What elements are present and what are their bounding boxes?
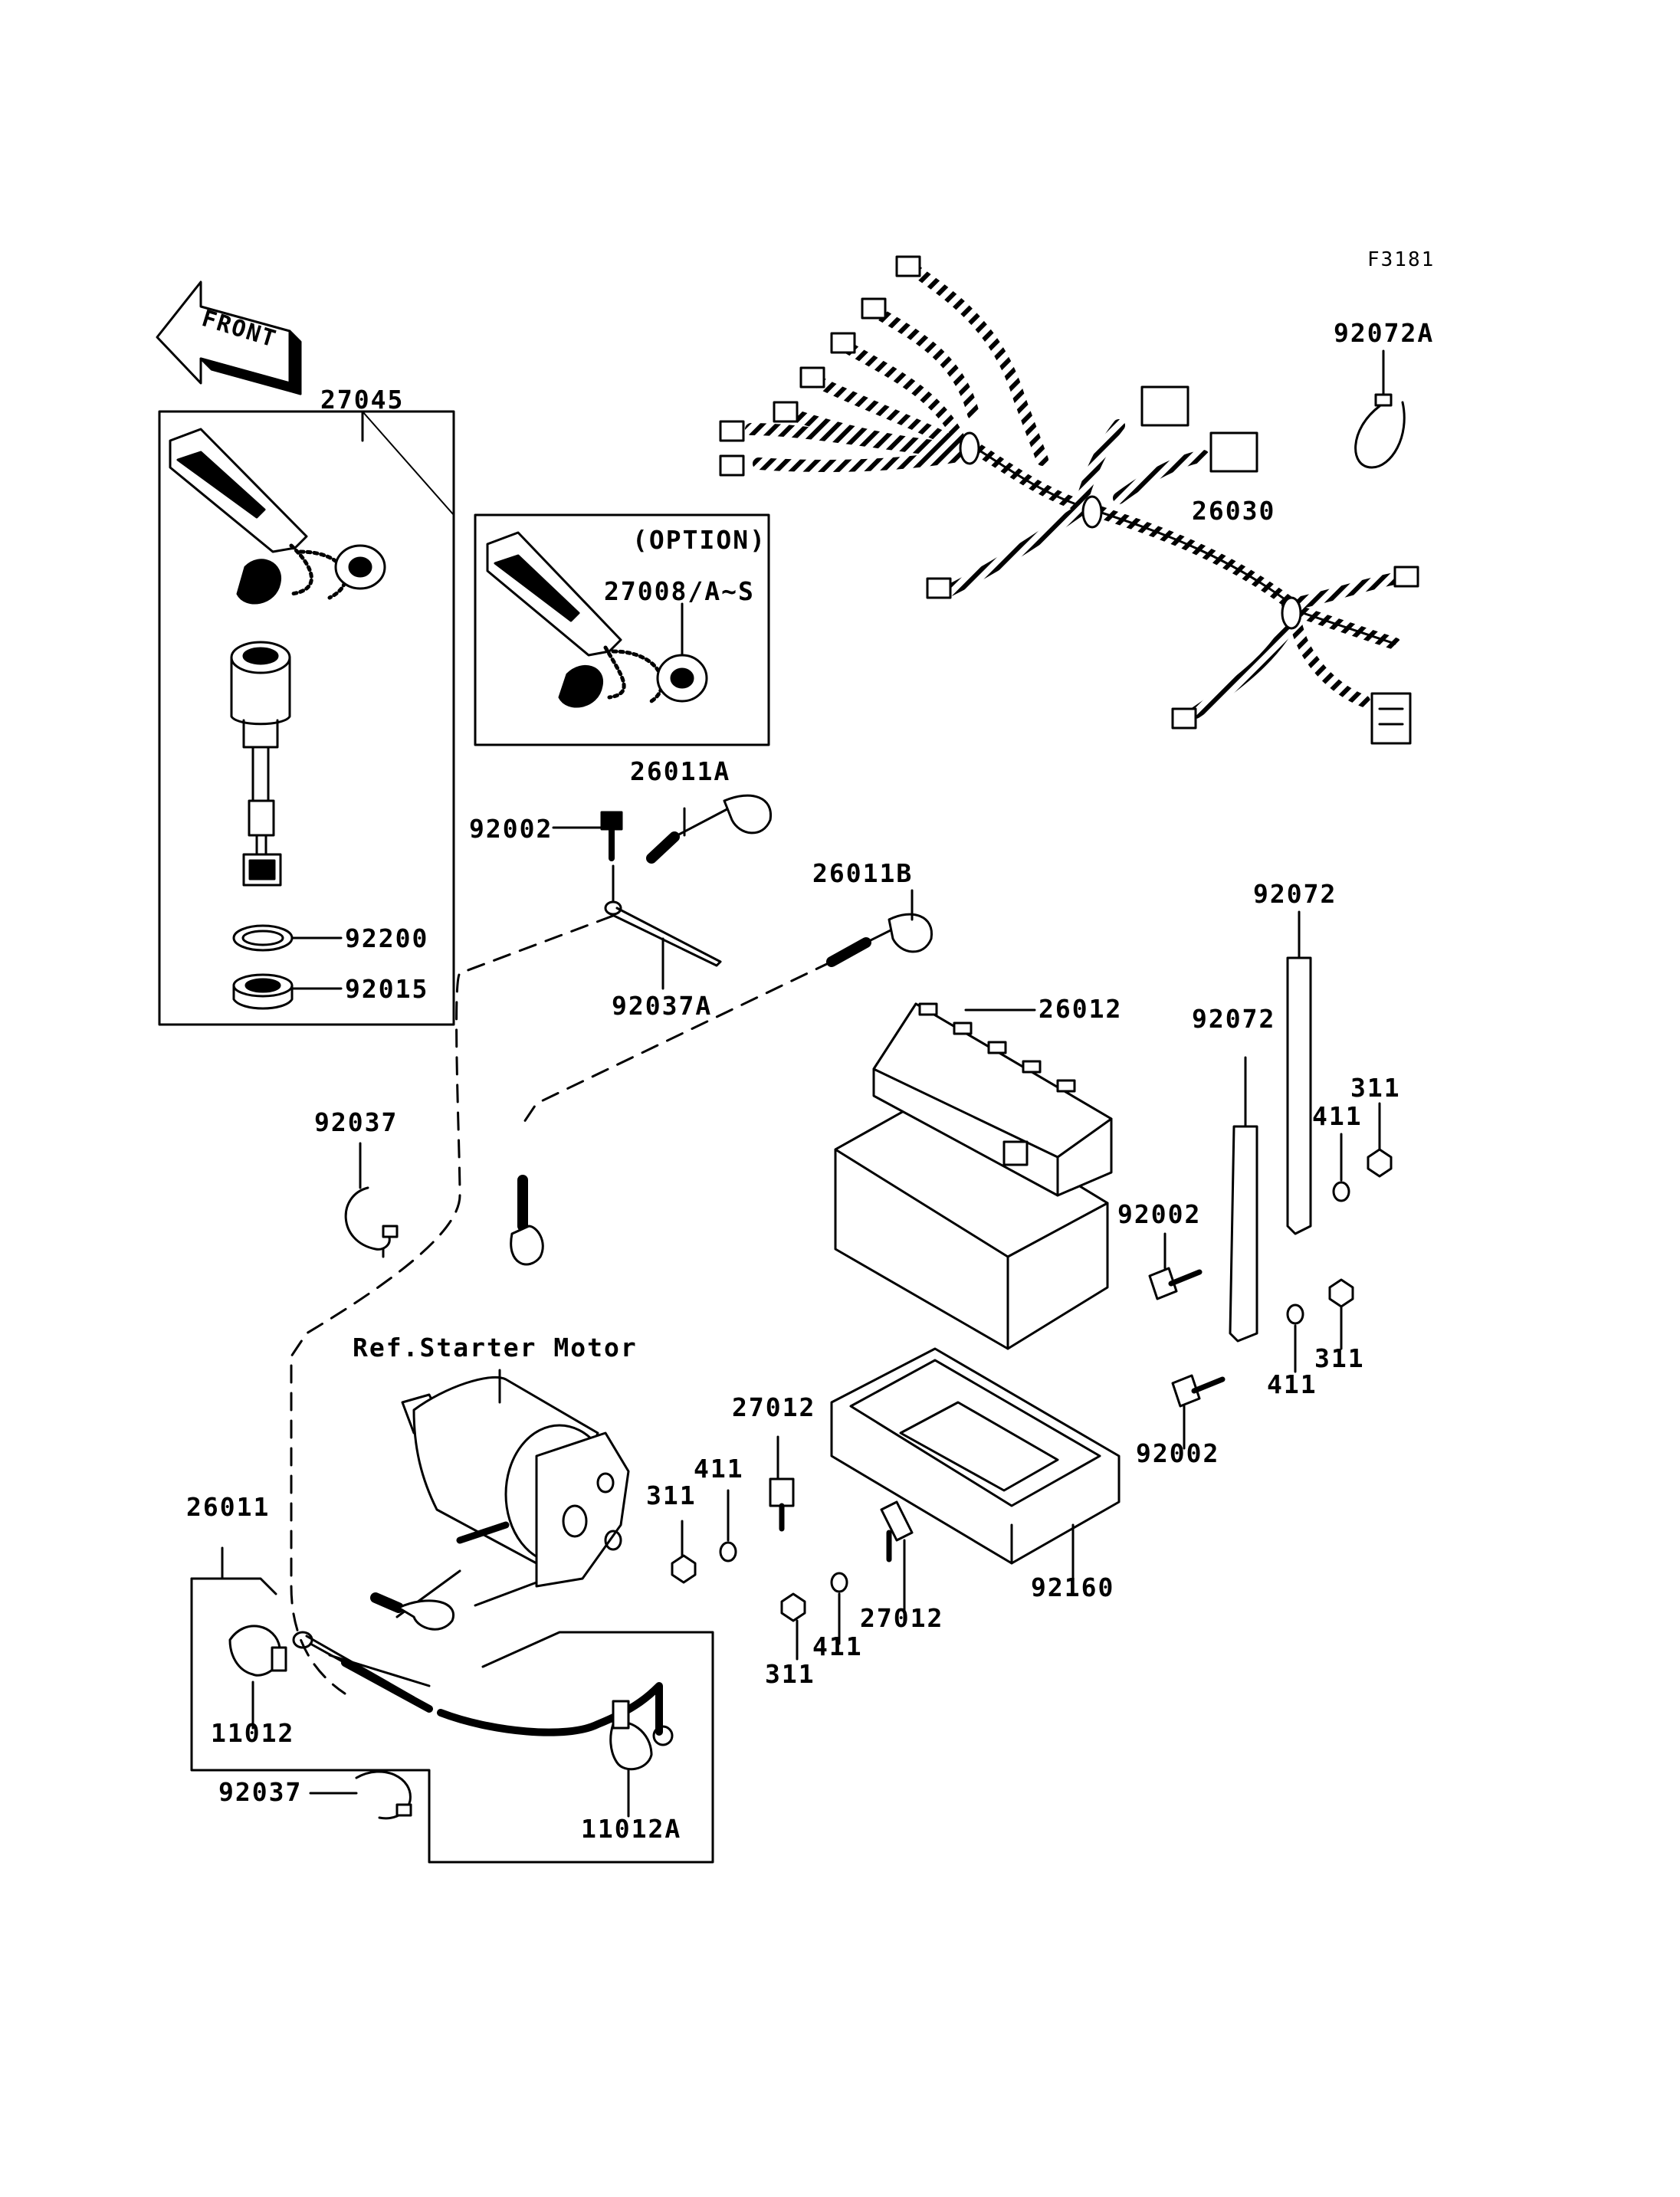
- part-92160-label: 92160: [1031, 1572, 1115, 1602]
- band-92037-icon: [344, 1186, 399, 1251]
- part-92002-label: 92002: [1117, 1199, 1202, 1229]
- part-26011A-label: 26011A: [630, 756, 731, 786]
- bolt-92002-icon: [1148, 1267, 1203, 1300]
- cable-terminal-icon: [370, 1592, 455, 1631]
- part-26011B-label: 26011B: [812, 858, 914, 888]
- part-311-label: 311: [1350, 1073, 1401, 1103]
- cable-26011A-icon: [646, 794, 773, 864]
- part-311-label: 311: [1314, 1343, 1365, 1373]
- part-27045-label: 27045: [320, 385, 405, 415]
- washer-411-icon: [1332, 1181, 1350, 1202]
- group-box-26011: [190, 1577, 714, 1864]
- strap-92072-icon: [1229, 956, 1312, 1343]
- band-92037-icon: [355, 1770, 412, 1820]
- part-92072A-label: 92072A: [1334, 318, 1435, 348]
- clip-27012-icon: [769, 1477, 795, 1532]
- band-92072A-icon: [1354, 393, 1406, 469]
- part-311-label: 311: [646, 1481, 697, 1510]
- cover-11012A-icon: [609, 1700, 653, 1771]
- starter-motor-icon: [401, 1376, 630, 1588]
- part-11012A-label: 11012A: [581, 1814, 682, 1844]
- battery-box-icon: [830, 1347, 1121, 1565]
- part-92002-label: 92002: [469, 814, 553, 844]
- part-92002-label: 92002: [1136, 1438, 1220, 1468]
- washer-411-icon: [830, 1572, 848, 1593]
- part-92200-label: 92200: [345, 923, 429, 953]
- part-92037-label: 92037: [314, 1107, 399, 1137]
- part-26012-label: 26012: [1039, 994, 1123, 1024]
- ignition-key-icon: [169, 428, 386, 605]
- part-411-label: 411: [812, 1631, 863, 1661]
- battery-cable-icon: [292, 1631, 674, 1746]
- part-26011-label: 26011: [186, 1492, 271, 1522]
- part-27008-label: 27008/A~S: [604, 576, 755, 606]
- part-311-label: 311: [765, 1659, 815, 1689]
- bolt-92002-icon: [600, 811, 623, 861]
- battery-icon: [834, 1002, 1113, 1350]
- part-411-label: 411: [1267, 1369, 1317, 1399]
- part-11012-label: 11012: [211, 1718, 295, 1748]
- part-92072-label: 92072: [1192, 1004, 1276, 1034]
- washer-411-icon: [1286, 1303, 1304, 1325]
- clip-27012-icon: [880, 1500, 914, 1562]
- option-label: (OPTION): [632, 525, 766, 555]
- part-92037A-label: 92037A: [612, 991, 713, 1021]
- part-411-label: 411: [694, 1454, 744, 1484]
- group-box-27045: [158, 410, 455, 1026]
- option-box: [474, 513, 770, 746]
- part-411-label: 411: [1312, 1101, 1363, 1131]
- part-27012-label: 27012: [860, 1603, 944, 1633]
- nut-92015-icon: [232, 973, 294, 1010]
- front-arrow-icon: [156, 280, 302, 395]
- cable-26011B-icon: [826, 913, 933, 967]
- nut-311-icon: [671, 1554, 697, 1584]
- nut-311-icon: [1328, 1278, 1354, 1308]
- part-27012-label: 27012: [732, 1392, 816, 1422]
- nut-311-icon: [1367, 1148, 1393, 1178]
- option-key-icon: [486, 531, 708, 708]
- ref-starter-motor-label: Ref.Starter Motor: [353, 1333, 638, 1362]
- part-92015-label: 92015: [345, 974, 429, 1004]
- ignition-switch-icon: [230, 641, 291, 887]
- part-26030-label: 26030: [1192, 496, 1276, 526]
- washer-411-icon: [719, 1541, 737, 1562]
- cover-11012-icon: [228, 1625, 287, 1677]
- cable-terminal-icon: [510, 1175, 544, 1266]
- part-92072-label: 92072: [1253, 879, 1337, 909]
- part-92037-label: 92037: [218, 1777, 303, 1807]
- wire-harness-icon: [719, 255, 1419, 745]
- bolt-92002-icon: [1171, 1374, 1226, 1408]
- figure-code: F3181: [1367, 248, 1436, 271]
- nut-311-icon: [780, 1592, 806, 1622]
